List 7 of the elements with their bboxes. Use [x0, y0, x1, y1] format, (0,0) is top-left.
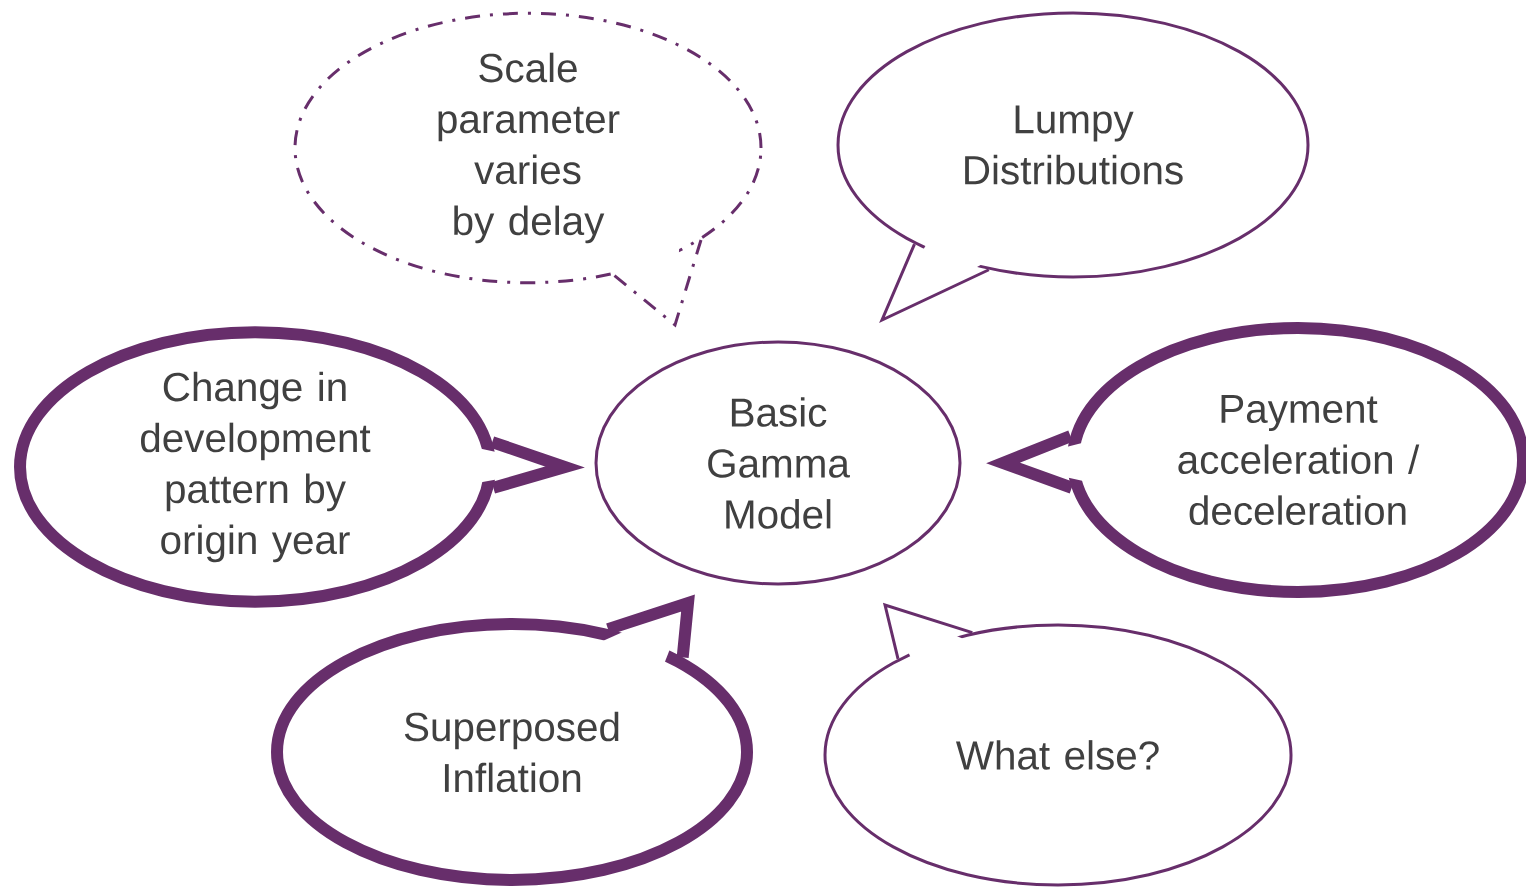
- speech-bubble: Superposed Inflation: [271, 594, 753, 886]
- speech-bubble: Payment acceleration / deceleration: [986, 322, 1526, 598]
- speech-bubble: Scale parameter varies by delay: [293, 11, 763, 328]
- speech-bubble: Lumpy Distributions: [836, 11, 1310, 323]
- speech-bubble: Change in development pattern by origin year: [14, 326, 585, 608]
- speech-bubble: What else?: [823, 602, 1293, 887]
- speech-bubble: Basic Gamma Model: [594, 340, 962, 586]
